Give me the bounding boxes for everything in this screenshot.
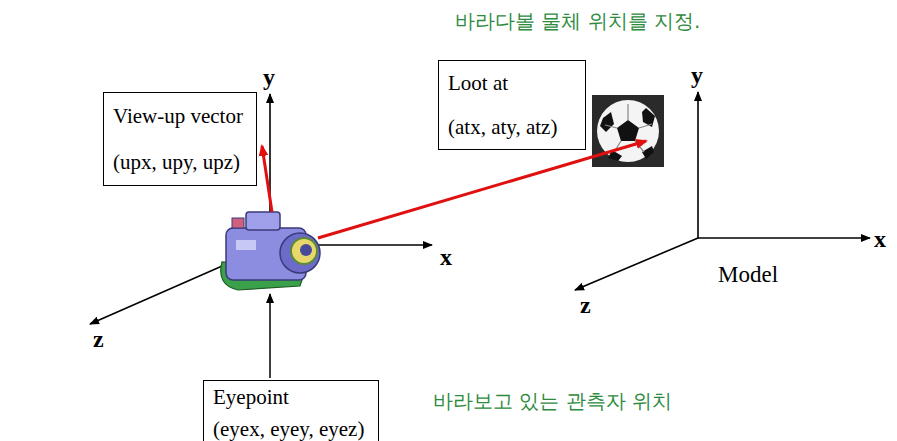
axis-label: z [93, 326, 104, 353]
look-at-vector [318, 141, 646, 238]
axis-label: x [440, 244, 452, 271]
camera-icon [221, 212, 320, 290]
look-at-box: Loot at (atx, aty, atz) [438, 60, 586, 150]
view-up-vector [262, 146, 272, 212]
soccer-ball [592, 95, 664, 167]
handwritten-note: 바라보고 있는 관측자 위치 [433, 388, 672, 415]
box-title: Loot at [439, 69, 585, 98]
eyepoint-box: Eyepoint (eyex, eyey, eyez) [203, 380, 379, 441]
coordinate-text: (upx, upy, upz) [104, 148, 256, 177]
coordinate-text: (eyex, eyey, eyez) [204, 415, 378, 441]
axis-label: z [580, 292, 591, 319]
box-title: Eyepoint [204, 383, 378, 412]
axis-label: y [263, 64, 275, 91]
model-label: Model [718, 262, 778, 288]
handwritten-note: 바라다볼 물체 위치를 지정. [455, 8, 700, 35]
box-title: View-up vector [104, 102, 256, 131]
vector-box: View-up vector (upx, upy, upz) [103, 92, 257, 186]
eyepoint-pointer [269, 294, 271, 378]
coordinate-text: (atx, aty, atz) [439, 113, 585, 142]
axis-label: x [874, 226, 886, 253]
axis-label: y [691, 62, 703, 89]
model-axes [575, 92, 870, 290]
